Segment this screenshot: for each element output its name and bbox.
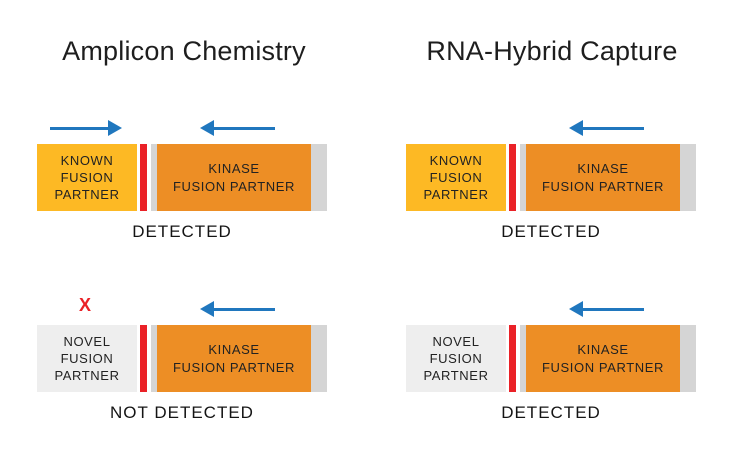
kinase-fusion-partner-box: KINASE FUSION PARTNER — [526, 325, 680, 392]
detection-status: DETECTED — [501, 222, 601, 241]
no-primer-x-icon: X — [78, 295, 91, 315]
reverse-probe-arrow-icon — [569, 301, 644, 317]
breakpoint-stripe — [509, 144, 516, 211]
primer-row: X — [37, 295, 327, 325]
arrow-shaft — [214, 126, 275, 130]
gap — [147, 325, 151, 392]
breakpoint-stripe — [509, 325, 516, 392]
bar-end-cap — [680, 325, 696, 392]
fusion-transcript-bar: KNOWN FUSION PARTNER KINASE FUSION PARTN… — [406, 144, 696, 211]
arrow-head — [569, 120, 583, 136]
kinase-fusion-partner-box: KINASE FUSION PARTNER — [157, 144, 311, 211]
arrow-head — [200, 120, 214, 136]
probe-row — [406, 115, 696, 144]
arrow-head — [108, 120, 122, 136]
detection-status: NOT DETECTED — [110, 403, 254, 422]
reverse-probe-arrow-icon — [569, 120, 644, 136]
arrow-shaft — [583, 126, 644, 130]
reverse-primer-arrow-icon — [200, 301, 275, 317]
known-fusion-partner-box: KNOWN FUSION PARTNER — [406, 144, 506, 211]
bar-end-cap — [311, 144, 327, 211]
novel-fusion-partner-box: NOVEL FUSION PARTNER — [406, 325, 506, 392]
detection-status: DETECTED — [132, 222, 232, 241]
gray-sliver — [520, 144, 526, 211]
bar-end-cap — [680, 144, 696, 211]
gap — [147, 144, 151, 211]
known-fusion-partner-box: KNOWN FUSION PARTNER — [37, 144, 137, 211]
breakpoint-stripe — [140, 325, 147, 392]
gap — [506, 144, 509, 211]
gap — [137, 144, 140, 211]
gap — [516, 325, 520, 392]
gap — [516, 144, 520, 211]
panel-hybrid-known: KNOWN FUSION PARTNER KINASE FUSION PARTN… — [406, 115, 696, 242]
gap — [137, 325, 140, 392]
probe-row — [406, 296, 696, 325]
panel-amplicon-known: KNOWN FUSION PARTNER KINASE FUSION PARTN… — [37, 115, 327, 242]
fusion-transcript-bar: KNOWN FUSION PARTNER KINASE FUSION PARTN… — [37, 144, 327, 211]
breakpoint-stripe — [140, 144, 147, 211]
fusion-transcript-bar: NOVEL FUSION PARTNER KINASE FUSION PARTN… — [406, 325, 696, 392]
column-title-amplicon: Amplicon Chemistry — [62, 36, 306, 66]
fusion-transcript-bar: NOVEL FUSION PARTNER KINASE FUSION PARTN… — [37, 325, 327, 392]
panel-hybrid-novel: NOVEL FUSION PARTNER KINASE FUSION PARTN… — [406, 296, 696, 423]
reverse-primer-arrow-icon — [200, 120, 275, 136]
panel-amplicon-novel: X NOVEL FUSION PARTNER KINASE FUSION PAR… — [37, 295, 327, 423]
kinase-fusion-partner-box: KINASE FUSION PARTNER — [526, 144, 680, 211]
arrow-shaft — [214, 307, 275, 311]
gray-sliver — [151, 325, 157, 392]
arrow-shaft — [50, 126, 108, 130]
forward-primer-arrow-icon — [50, 120, 122, 136]
column-title-rna-hybrid: RNA-Hybrid Capture — [426, 36, 678, 66]
kinase-fusion-partner-box: KINASE FUSION PARTNER — [157, 325, 311, 392]
gray-sliver — [520, 325, 526, 392]
bar-end-cap — [311, 325, 327, 392]
primer-row — [37, 115, 327, 144]
gap — [506, 325, 509, 392]
arrow-head — [200, 301, 214, 317]
arrow-head — [569, 301, 583, 317]
novel-fusion-partner-box: NOVEL FUSION PARTNER — [37, 325, 137, 392]
gray-sliver — [151, 144, 157, 211]
arrow-shaft — [583, 307, 644, 311]
detection-status: DETECTED — [501, 403, 601, 422]
